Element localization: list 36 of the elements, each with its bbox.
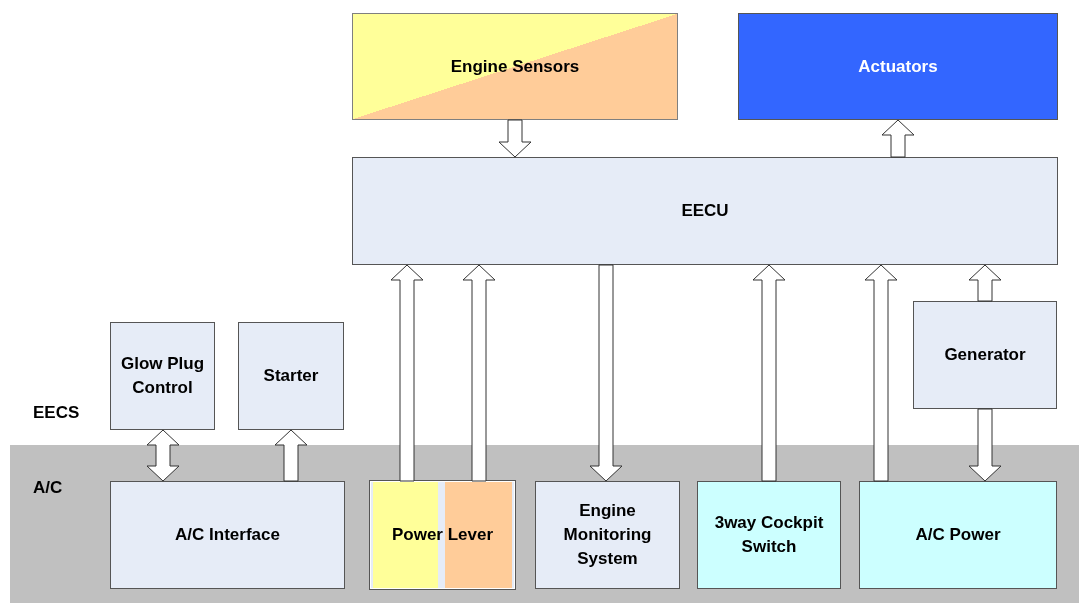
component-box: [535, 481, 680, 589]
node-label: EECU: [681, 200, 729, 222]
component-box: [697, 481, 841, 589]
block-arrow: [864, 264, 898, 482]
block-arrow: [589, 264, 623, 482]
block-arrow: [968, 408, 1002, 482]
component-box: [352, 157, 1058, 265]
block-arrow: [146, 429, 180, 482]
band-label: A/C: [33, 477, 63, 499]
block-arrow: [498, 119, 532, 158]
component-box: [913, 301, 1057, 409]
node-label: Engine Monitoring System: [562, 500, 653, 570]
block-arrow: [390, 264, 424, 482]
node-label: A/C Power: [915, 524, 1001, 546]
node-label: Engine Sensors: [450, 55, 580, 78]
component-box: [238, 322, 344, 430]
component-box: [859, 481, 1057, 589]
node-label: Generator: [944, 344, 1026, 366]
node-label: Starter: [263, 365, 319, 387]
input-box: [352, 13, 678, 120]
node-label: A/C Interface: [175, 524, 280, 546]
component-box: [110, 481, 345, 589]
output-box: [738, 13, 1058, 120]
node-label: Actuators: [858, 55, 938, 78]
component-box: [370, 481, 515, 589]
component-box: [110, 322, 215, 430]
aircraft-band: [10, 445, 1079, 603]
block-arrow: [462, 264, 496, 482]
layer-label: EECS: [33, 402, 80, 424]
node-label: Power Lever: [391, 524, 494, 546]
block-arrow: [752, 264, 786, 482]
node-label: Glow Plug Control: [119, 353, 206, 399]
block-arrow: [968, 264, 1002, 302]
block-arrow: [881, 119, 915, 158]
block-arrow: [274, 429, 308, 482]
node-label: 3way Cockpit Switch: [713, 512, 825, 558]
